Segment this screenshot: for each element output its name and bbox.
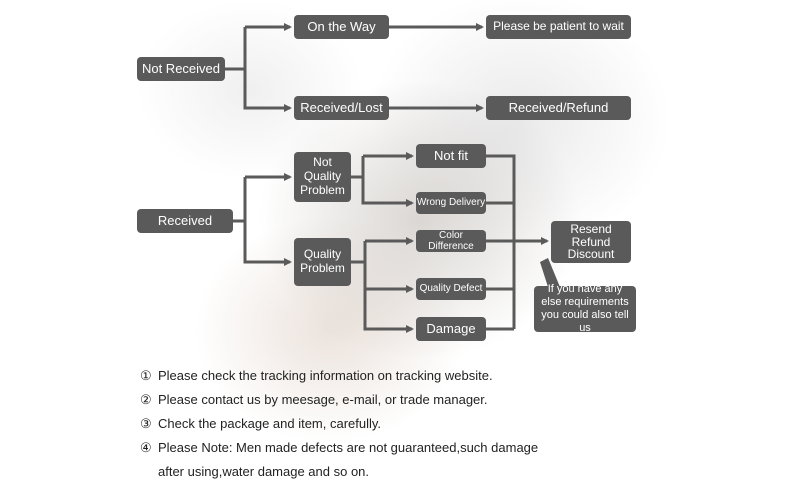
instructions-list: ① Please check the tracking information o…: [140, 364, 538, 484]
arrow-nq-split: [351, 156, 365, 179]
node-resend-refund-discount: Resend Refund Discount: [551, 221, 631, 263]
instruction-text: Please contact us by meesage, e-mail, or…: [158, 392, 488, 407]
arrow-received-split: [233, 177, 247, 223]
arrow-to-quality: [243, 221, 292, 266]
instruction-text: Please Note: Men made defects are not gu…: [158, 440, 539, 455]
arrow-not-fit-collector: [486, 154, 516, 329]
arrow-to-quality-defect: [363, 262, 414, 293]
instruction-1: ① Please check the tracking information o…: [140, 364, 538, 388]
node-damage: Damage: [416, 317, 486, 341]
node-not-received: Not Received: [137, 57, 225, 81]
instruction-2: ② Please contact us by meesage, e-mail, o…: [140, 388, 538, 412]
instruction-number: ①: [140, 368, 152, 383]
node-not-fit: Not fit: [416, 144, 486, 168]
node-quality-problem: Quality Problem: [294, 238, 351, 286]
instruction-4: ④ Please Note: Men made defects are not g…: [140, 436, 538, 460]
node-quality-defect: Quality Defect: [416, 278, 486, 300]
instruction-text: Check the package and item, carefully.: [158, 416, 382, 431]
arrow-to-damage: [363, 289, 414, 333]
callout-pointer: [540, 258, 560, 287]
arrow-to-wrong-delivery: [361, 177, 414, 207]
node-wrong-delivery: Wrong Delivery: [416, 192, 486, 214]
instruction-3: ③ Check the package and item, carefully.: [140, 412, 538, 436]
instruction-number: ④: [140, 440, 152, 455]
instruction-4-continuation: after using,water damage and so on.: [158, 464, 370, 479]
node-not-quality-problem: Not Quality Problem: [294, 152, 351, 202]
arrow-not-received-split: [225, 27, 247, 71]
instruction-number: ②: [140, 392, 152, 407]
node-received-refund: Received/Refund: [486, 96, 631, 120]
node-on-the-way: On the Way: [294, 15, 389, 39]
instruction-number: ③: [140, 416, 152, 431]
node-received: Received: [137, 209, 233, 233]
node-received-lost: Received/Lost: [294, 96, 389, 120]
node-requirements-note: If you have any else requirements you co…: [534, 283, 636, 334]
arrow-q-split: [351, 241, 367, 264]
node-patient: Please be patient to wait: [486, 15, 631, 39]
instruction-text: Please check the tracking information on…: [158, 368, 493, 383]
arrow-to-received-lost: [243, 69, 292, 112]
node-color-difference: Color Difference: [416, 230, 486, 252]
